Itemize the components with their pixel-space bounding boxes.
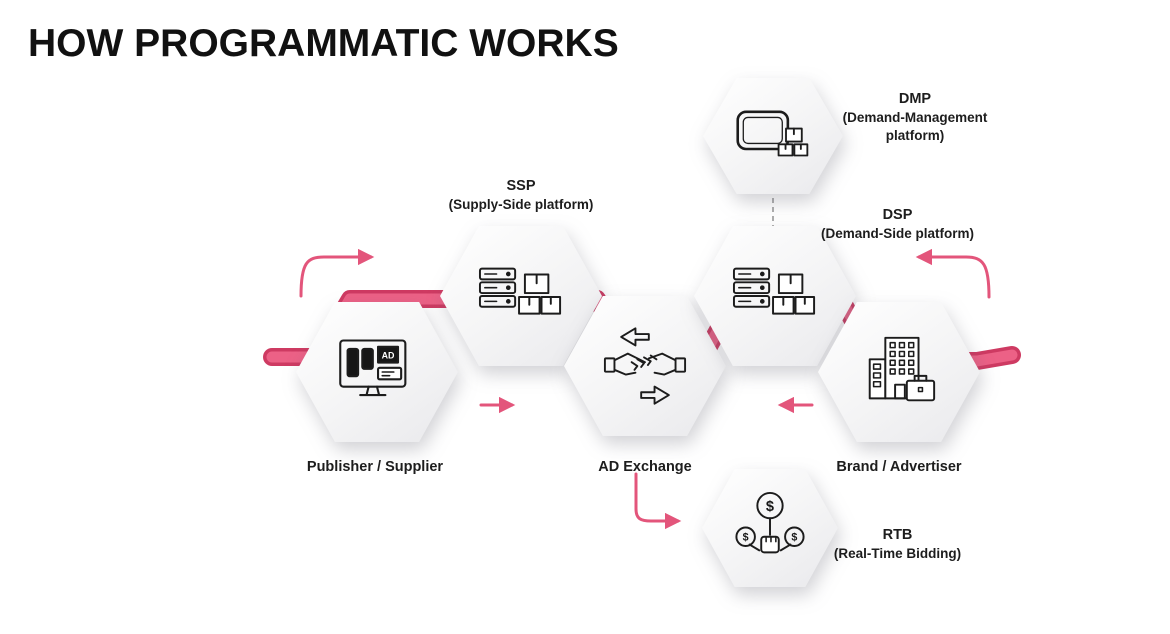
node-dmp	[703, 78, 843, 194]
ssp-label-sub: (Supply-Side platform)	[448, 197, 594, 212]
dmp-label-title: DMP	[898, 91, 932, 107]
brand-label-title: Brand / Advertiser	[836, 459, 962, 475]
ssp-label: SSP (Supply-Side platform)	[410, 177, 632, 214]
ssp-label-title: SSP	[506, 178, 536, 194]
hexagon-shape	[703, 78, 843, 194]
dsp-label-sub: (Demand-Side platform)	[820, 226, 974, 241]
dmp-label-sub: (Demand-Management platform)	[842, 110, 988, 143]
node-brand	[818, 302, 980, 442]
page-title: HOW PROGRAMMATIC WORKS	[28, 22, 619, 65]
server-boxes-icon	[478, 267, 562, 315]
publisher-label: Publisher / Supplier	[280, 458, 470, 477]
ad-exchange-label-title: AD Exchange	[598, 459, 692, 475]
dsp-label: DSP (Demand-Side platform)	[790, 206, 1005, 243]
brand-label: Brand / Advertiser	[808, 458, 990, 477]
rtb-label-title: RTB	[882, 527, 913, 543]
building-briefcase-icon	[868, 336, 936, 402]
dollar-paddles-icon: $ $ $	[735, 491, 805, 554]
dmp-label: DMP (Demand-Management platform)	[810, 90, 1020, 145]
browser-boxes-icon	[736, 110, 809, 157]
rtb-label-sub: (Real-Time Bidding)	[833, 546, 962, 561]
node-publisher: AD	[296, 302, 458, 442]
ad-exchange-label: AD Exchange	[570, 458, 720, 477]
dollar-sign-text: $	[791, 532, 797, 544]
handshake-arrows-icon	[603, 327, 687, 405]
arrow-publisher-to-ssp	[299, 248, 375, 298]
node-rtb: $ $ $	[702, 469, 838, 587]
rtb-label: RTB (Real-Time Bidding)	[815, 526, 980, 563]
ad-badge-text: AD	[382, 350, 395, 360]
dollar-sign-text: $	[743, 532, 749, 544]
dsp-label-title: DSP	[882, 207, 913, 223]
server-boxes-icon	[732, 267, 816, 315]
dollar-sign-text: $	[766, 499, 774, 515]
publisher-label-title: Publisher / Supplier	[306, 459, 444, 475]
monitor-ad-icon: AD	[339, 339, 407, 397]
arrow-exchange-to-rtb	[634, 472, 682, 530]
arrow-brand-to-dsp	[915, 248, 991, 299]
